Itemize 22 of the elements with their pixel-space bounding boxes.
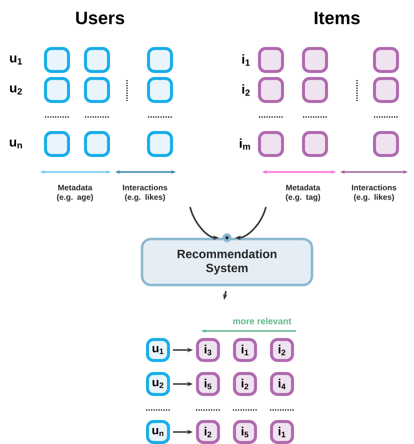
item-box: i$_{2}$ bbox=[196, 420, 220, 444]
row-label: i$_{1}$ bbox=[242, 54, 250, 66]
row-label: u$_{2}$ bbox=[10, 85, 22, 95]
item-box: i$_{1}$ bbox=[233, 338, 257, 362]
row-label: u$_{1}$ bbox=[10, 56, 22, 64]
item-box: i$_{2}$ bbox=[270, 338, 294, 362]
item-box: i$_{5}$ bbox=[233, 420, 257, 444]
heading: Users bbox=[76, 12, 124, 24]
user-box: u$_{2}$ bbox=[146, 372, 170, 396]
item-box: i$_{5}$ bbox=[196, 372, 220, 396]
item-box: i$_{3}$ bbox=[196, 338, 220, 362]
system-box: Recommendation System bbox=[140, 238, 314, 286]
user-box: u$_{1}$ bbox=[146, 338, 170, 362]
item-box: i$_{1}$ bbox=[270, 420, 294, 444]
user-box: u$_{n}$ bbox=[146, 420, 170, 444]
row-label: u$_{n}$ bbox=[10, 140, 22, 148]
row-label: i$_{2}$ bbox=[242, 84, 250, 96]
row-label: i$_{m}$ bbox=[240, 138, 250, 150]
item-box: i$_{2}$ bbox=[233, 372, 257, 396]
heading: Items bbox=[314, 12, 360, 24]
item-box: i$_{4}$ bbox=[270, 372, 294, 396]
range-label: more relevant bbox=[233, 318, 292, 324]
